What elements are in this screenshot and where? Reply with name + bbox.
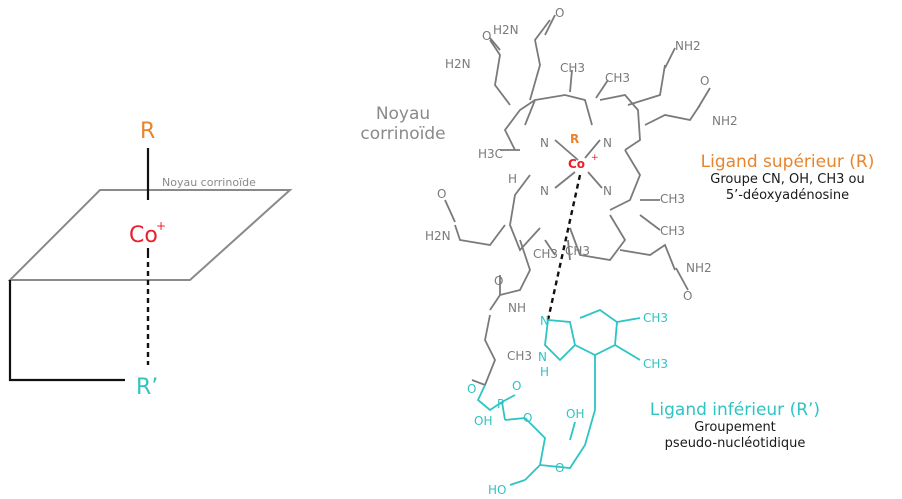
schema-co-label: Co [129,223,158,248]
label-nh: NH [508,301,526,315]
label-p: P [497,397,504,411]
label-n-4: N [603,184,612,198]
label-oh-ribose: OH [566,407,584,421]
center-r-label: R [570,132,579,146]
label-o-top: O [555,6,564,20]
label-o-phos2: O [512,379,521,393]
label-ch3-benz2: CH3 [643,357,668,371]
schema-r-prime-label: R’ [136,375,158,400]
label-o-link: O [523,411,532,425]
label-n-benz1: N [540,314,549,328]
label-o-amide: O [494,274,503,288]
lower-ligand-desc-2: pseudo-nucléotidique [664,436,806,451]
nucleotide-structure [476,308,641,486]
label-n-3: N [540,184,549,198]
label-h: H [508,172,517,186]
label-h3c: H3C [478,147,503,161]
label-ch3-linker: CH3 [507,349,532,363]
label-o-left: O [482,29,491,43]
label-ch3-top1: CH3 [560,61,585,75]
noyau-line-2: corrinoïde [360,124,446,144]
label-h2n-left: H2N [445,57,471,71]
label-o-lower-right: O [683,289,692,303]
label-nh2-right: NH2 [712,114,738,128]
center-co-charge: + [591,153,599,163]
label-oh-phos: OH [474,414,492,428]
lower-ligand-desc-1: Groupement [694,420,776,435]
label-ch3-bottom2: CH3 [565,244,590,258]
label-ch3-r1: CH3 [660,192,685,206]
noyau-label: Noyau corrinoïde [348,104,458,144]
upper-ligand-title: Ligand supérieur (R) [700,152,875,172]
label-h2n-top: H2N [493,23,519,37]
label-ch3-bottom1: CH3 [533,247,558,261]
label-ho: HO [488,483,506,497]
label-n-1: N [540,136,549,150]
label-o-right: O [700,74,709,88]
label-h2n-lower: H2N [425,229,451,243]
schema-r-label: R [140,119,155,144]
schema-noyau-label: Noyau corrinoïde [162,176,256,189]
corrinoid-plane [7,189,293,281]
label-ch3-benz1: CH3 [643,311,668,325]
co-n-dashed-bond [546,174,582,321]
structure-labels: H2N O H2N O NH2 O NH2 CH3 CH3 H3C N N N … [425,6,738,363]
label-h-benz: H [540,365,549,379]
label-ch3-r2: CH3 [660,224,685,238]
center-co-label: Co [568,157,585,171]
lower-ligand-caption: Ligand inférieur (R’) Groupement pseudo-… [640,400,830,452]
label-o-phos1: O [467,382,476,396]
schematic: R Co + Noyau corrinoïde R’ [7,119,293,400]
schema-co-charge: + [156,219,166,233]
label-n-benz2: N [538,350,547,364]
lower-ligand-title: Ligand inférieur (R’) [649,400,821,420]
lower-linker [8,280,125,382]
label-o-ribose: O [555,461,564,475]
nucleotide-labels: N N H CH3 CH3 O O P OH O OH O HO [467,311,668,497]
label-nh2-lower: NH2 [686,261,712,275]
upper-ligand-desc-2: 5’-déoxyadénosine [725,188,850,203]
upper-ligand-caption: Ligand supérieur (R) Groupe CN, OH, CH3 … [680,152,895,204]
label-o-lower-left: O [437,187,446,201]
corrin-structure [444,14,711,387]
noyau-line-1: Noyau [375,104,431,124]
upper-ligand-desc-1: Groupe CN, OH, CH3 ou [710,172,865,187]
label-n-2: N [603,136,612,150]
label-ch3-top2: CH3 [605,71,630,85]
label-nh2-topright: NH2 [675,39,701,53]
